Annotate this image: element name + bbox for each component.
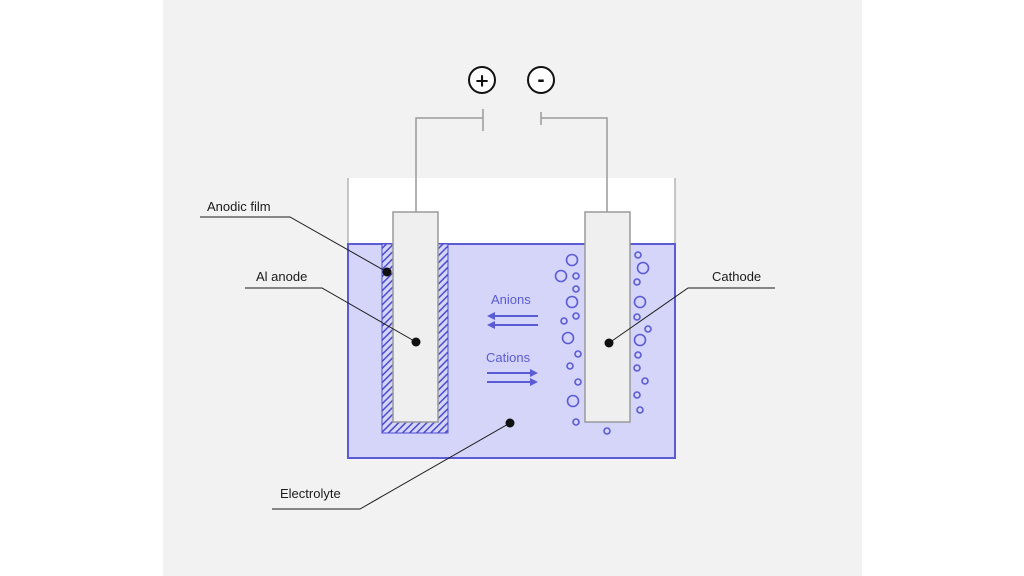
electrolyte-leader — [272, 422, 511, 510]
bubble — [633, 391, 641, 399]
anion-arrows — [487, 312, 538, 329]
anode-wire — [415, 117, 483, 212]
cation-arrowhead — [530, 378, 538, 386]
negative-terminal-icon — [527, 66, 555, 94]
cathode-label: Cathode — [712, 269, 761, 284]
anodic-film-leader — [200, 216, 388, 273]
al-anode — [392, 211, 439, 423]
bubble — [633, 333, 647, 347]
electrolyte-label: Electrolyte — [280, 486, 341, 501]
cation-arrowhead — [530, 369, 538, 377]
bubble — [572, 272, 580, 280]
bubble — [572, 418, 580, 426]
bubble — [633, 364, 641, 372]
cations-label: Cations — [486, 350, 531, 365]
al-anode-leader — [245, 287, 417, 343]
bubble — [565, 253, 579, 267]
bubble — [574, 350, 582, 358]
bubble — [566, 394, 580, 408]
positive-terminal-icon — [468, 66, 496, 94]
gas-bubbles — [554, 251, 652, 435]
anion-arrowhead — [487, 321, 495, 329]
bubble — [565, 295, 579, 309]
bubble — [572, 312, 580, 320]
bubble — [641, 377, 649, 385]
bubble — [634, 251, 642, 259]
bubble — [561, 331, 575, 345]
cathode — [584, 211, 631, 423]
al-anode-dot — [411, 337, 421, 347]
cathode-leader — [608, 287, 775, 344]
bubble — [574, 378, 582, 386]
bubble — [636, 261, 650, 275]
anion-arrowhead — [487, 312, 495, 320]
bubble — [634, 351, 642, 359]
anodic-film-label: Anodic film — [207, 199, 271, 214]
bubble — [566, 362, 574, 370]
electrolyte-dot — [505, 418, 515, 428]
bubble — [572, 285, 580, 293]
bubble — [603, 427, 611, 435]
negative-terminal-sign: - — [537, 70, 544, 91]
bubble — [560, 317, 568, 325]
anodic-film-dot — [382, 267, 392, 277]
bubble — [633, 295, 647, 309]
bubble — [633, 313, 641, 321]
cathode-wire — [541, 117, 608, 212]
bubble — [644, 325, 652, 333]
bubble — [554, 269, 568, 283]
bubble — [633, 278, 641, 286]
anions-label: Anions — [491, 292, 531, 307]
electrolyte-border — [347, 243, 676, 459]
cathode-dot — [604, 338, 614, 348]
leader-lines — [200, 216, 775, 510]
positive-terminal-sign: + — [474, 71, 489, 92]
bubble — [636, 406, 644, 414]
cation-arrows — [487, 369, 538, 386]
al-anode-label: Al anode — [256, 269, 307, 284]
